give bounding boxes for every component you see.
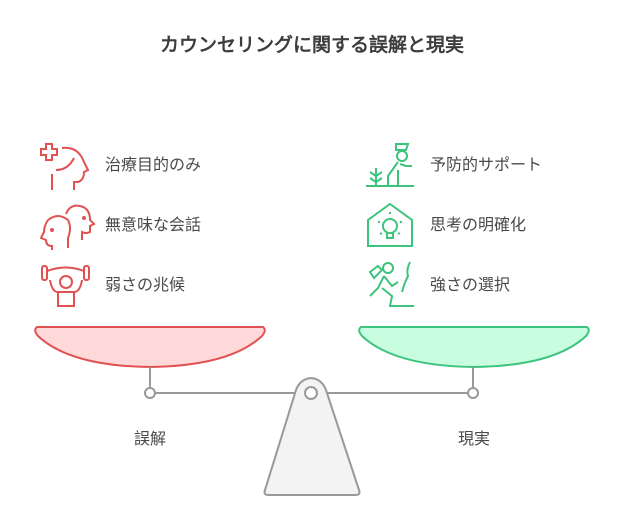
climber-icon	[368, 261, 414, 307]
head-medical-cross-icon	[40, 143, 90, 190]
lightbulb-house-icon	[367, 202, 413, 247]
page-title: カウンセリングに関する誤解と現実	[159, 34, 464, 56]
misconception-item: 治療目的のみ	[105, 155, 202, 174]
person-lifting-weight-icon	[41, 265, 90, 307]
misconception-label: 誤解	[133, 429, 166, 448]
fulcrum	[263, 376, 361, 496]
reality-item: 予防的サポート	[430, 155, 543, 174]
reality-item: 思考の明確化	[430, 215, 527, 234]
gardener-plant-icon	[366, 143, 414, 187]
misconception-item: 無意味な会話	[105, 215, 202, 234]
right-pan	[358, 326, 590, 369]
two-heads-talking-icon	[39, 204, 96, 250]
reality-item: 強さの選択	[430, 275, 511, 294]
reality-label: 現実	[457, 429, 490, 448]
misconception-item: 弱さの兆候	[105, 275, 186, 294]
left-pan	[34, 326, 266, 369]
